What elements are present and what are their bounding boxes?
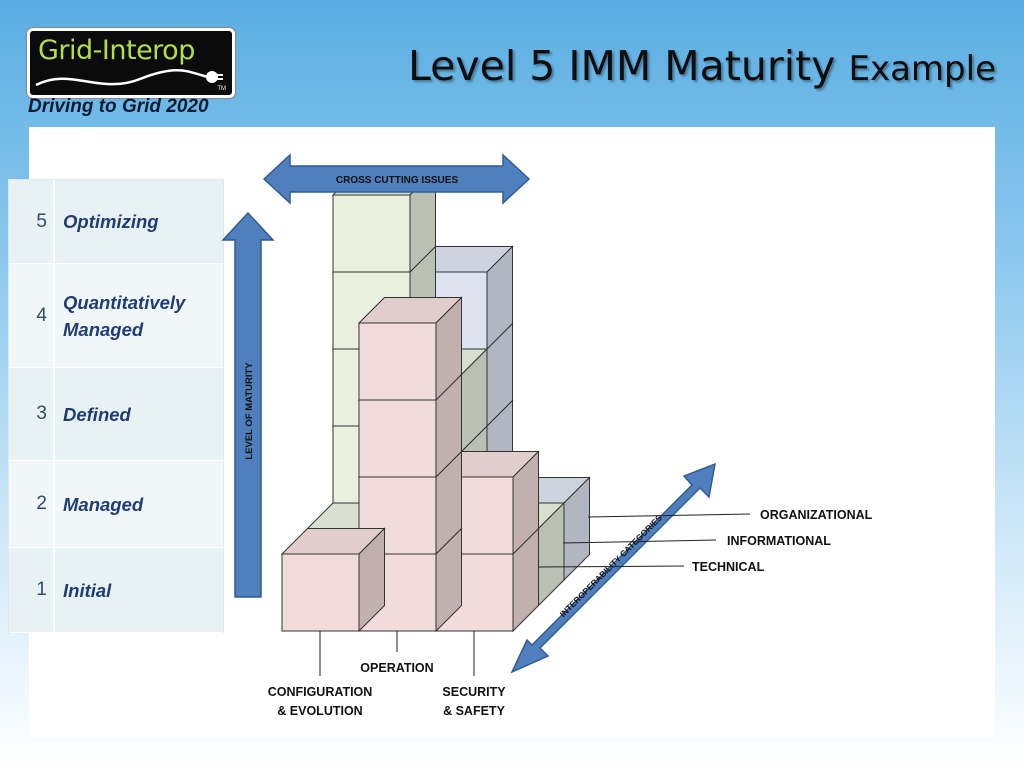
grid-interop-logo: Grid-Interop TM Driving to Grid 2020 bbox=[24, 24, 236, 120]
cube-front-face bbox=[332, 194, 411, 273]
cube-front-face bbox=[358, 399, 437, 478]
category-leaders bbox=[319, 513, 751, 676]
level-row-2: 2 Managed bbox=[9, 461, 223, 548]
level-name: Optimizing bbox=[63, 211, 159, 232]
level-name: Managed bbox=[63, 493, 144, 515]
level-row-1: 1 Initial bbox=[9, 548, 223, 633]
logo-badge: Grid-Interop TM bbox=[27, 28, 235, 98]
level-number: 3 bbox=[9, 368, 55, 460]
title-suffix: Example bbox=[848, 49, 996, 89]
logo-trademark: TM bbox=[217, 86, 226, 92]
maturity-cube-stack bbox=[280, 168, 591, 633]
level-number: 4 bbox=[9, 264, 55, 367]
leader-organizational bbox=[587, 513, 751, 518]
logo-tagline: Driving to Grid 2020 bbox=[28, 96, 209, 117]
level-number: 2 bbox=[9, 461, 55, 547]
leader-informational bbox=[562, 539, 717, 544]
cube-front-face bbox=[281, 553, 360, 632]
level-row-3: 3 Defined bbox=[9, 368, 223, 461]
logo-swoosh-plug-icon bbox=[35, 69, 223, 87]
level-row-4: 4 Quantitatively Managed bbox=[9, 264, 223, 368]
slide-title: Level 5 IMM Maturity Example bbox=[408, 42, 996, 90]
title-main: Level 5 IMM Maturity bbox=[408, 42, 836, 90]
issue-security-line1: SECURITY bbox=[442, 685, 506, 699]
cube-front-face bbox=[358, 322, 437, 401]
leader-technical bbox=[537, 565, 685, 568]
issue-security-line2: & SAFETY bbox=[443, 704, 505, 718]
issue-configuration-line2: & EVOLUTION bbox=[277, 704, 362, 718]
maturity-arrow: LEVEL OF MATURITY bbox=[221, 211, 275, 598]
maturity-levels-table: 5 Optimizing 4 Quantitatively Managed 3 … bbox=[8, 179, 224, 633]
level-name: Initial bbox=[63, 579, 112, 601]
level-name: Quantitatively Managed bbox=[63, 291, 186, 340]
issue-configuration-line1: CONFIGURATION bbox=[268, 685, 373, 699]
maturity-arrow-label: LEVEL OF MATURITY bbox=[244, 362, 255, 460]
level-number: 1 bbox=[9, 548, 55, 632]
category-technical: TECHNICAL bbox=[692, 560, 765, 574]
category-informational: INFORMATIONAL bbox=[727, 534, 831, 548]
level-number: 5 bbox=[9, 180, 55, 263]
level-name: Defined bbox=[63, 403, 131, 425]
issue-operation: OPERATION bbox=[360, 661, 433, 675]
level-row-5: 5 Optimizing bbox=[9, 180, 223, 264]
logo-brand-text: Grid-Interop bbox=[38, 35, 195, 66]
cross-cutting-arrow: CROSS CUTTING ISSUES bbox=[262, 153, 531, 205]
category-organizational: ORGANIZATIONAL bbox=[760, 508, 873, 522]
cross-cutting-label: CROSS CUTTING ISSUES bbox=[336, 175, 459, 186]
